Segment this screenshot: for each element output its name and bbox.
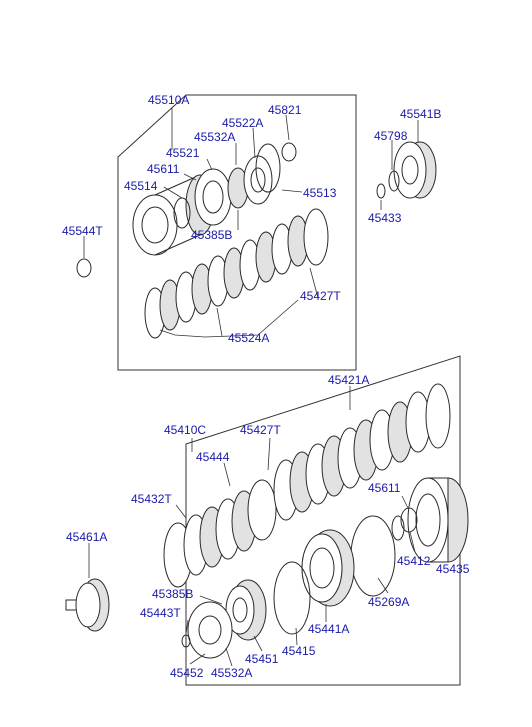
carrier-45451	[225, 579, 267, 641]
label-45427T-upper: 45427T	[300, 289, 341, 303]
label-45452: 45452	[170, 666, 204, 680]
label-45412: 45412	[397, 554, 431, 568]
label-45541B: 45541B	[400, 107, 441, 121]
label-45514: 45514	[124, 179, 158, 193]
label-45513: 45513	[303, 186, 337, 200]
leader-lines-lower	[175, 386, 449, 667]
washer-45798	[388, 140, 400, 192]
label-45427T-lower: 45427T	[240, 423, 281, 437]
clutch-plate-stack-lower	[163, 383, 451, 588]
label-45444: 45444	[196, 450, 230, 464]
label-45798: 45798	[374, 129, 408, 143]
label-45524A: 45524A	[228, 331, 269, 345]
label-45532A-upper: 45532A	[194, 130, 235, 144]
ring-45269A	[350, 515, 396, 597]
label-45415: 45415	[282, 644, 316, 658]
piston-assembly	[173, 142, 297, 229]
label-45821: 45821	[268, 103, 302, 117]
label-45443T: 45443T	[140, 606, 181, 620]
label-45421A: 45421A	[328, 373, 369, 387]
label-45385B-lower: 45385B	[152, 587, 193, 601]
label-45451: 45451	[245, 652, 279, 666]
label-45532A-lower: 45532A	[211, 666, 252, 680]
gear-shaft-45461A	[65, 543, 110, 632]
label-45611-upper: 45611	[147, 162, 180, 176]
label-45522A: 45522A	[222, 116, 263, 130]
gear-45441A	[301, 529, 355, 607]
ring-45433	[376, 183, 386, 210]
label-45611-lower: 45611	[368, 481, 401, 495]
lower-assembly-frame	[185, 355, 461, 686]
label-45521: 45521	[166, 146, 200, 160]
label-45410C: 45410C	[164, 423, 206, 437]
label-45510A: 45510A	[148, 93, 189, 107]
label-45433: 45433	[368, 211, 402, 225]
upper-assembly-frame	[117, 94, 357, 371]
clutch-plate-stack-upper	[144, 208, 329, 339]
drum-45435	[391, 477, 469, 563]
hub-45452	[181, 601, 233, 659]
label-45544T: 45544T	[62, 224, 103, 238]
label-45432T: 45432T	[131, 492, 172, 506]
ring-45415	[273, 561, 311, 635]
gear-45541B	[393, 120, 437, 199]
label-45461A: 45461A	[66, 530, 107, 544]
label-45441A: 45441A	[308, 622, 349, 636]
label-45269A: 45269A	[368, 595, 409, 609]
leader-lines-upper	[159, 107, 319, 338]
label-45385B-upper: 45385B	[191, 228, 232, 242]
label-45435: 45435	[436, 562, 470, 576]
snap-ring-45544T	[76, 236, 92, 278]
